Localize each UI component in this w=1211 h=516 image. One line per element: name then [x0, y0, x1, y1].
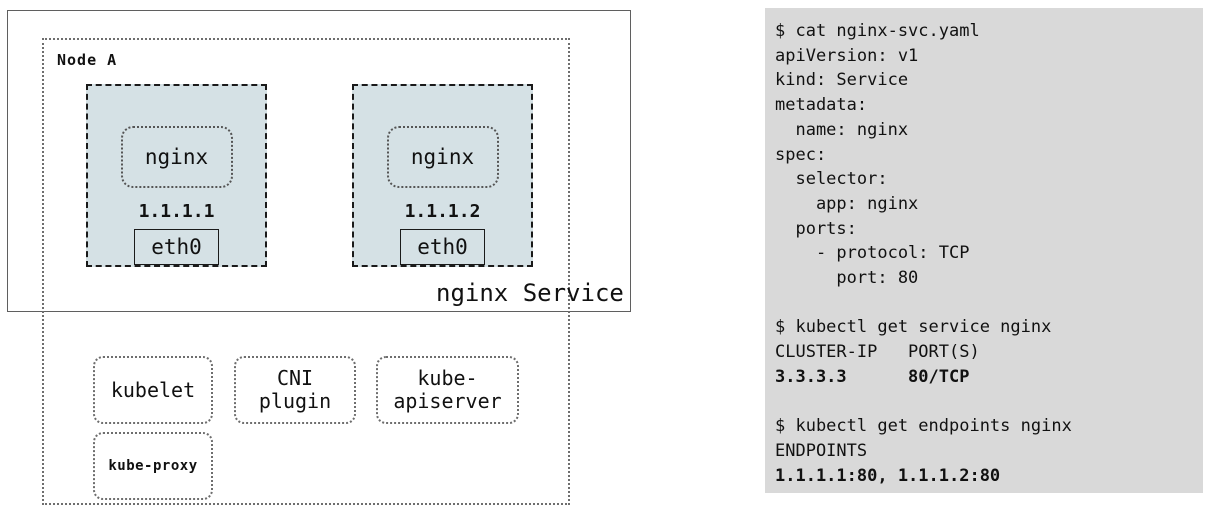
- terminal-line: 3.3.3.3 80/TCP: [775, 366, 970, 387]
- nginx-container-box: nginx: [120, 126, 233, 188]
- terminal-line: [775, 390, 1203, 415]
- terminal-line: metadata:: [775, 95, 868, 116]
- component-label-line: kube-proxy: [108, 457, 198, 474]
- eth0-interface-box: eth0: [400, 229, 485, 265]
- component-kubelet: kubelet: [93, 356, 213, 424]
- terminal-line: apiVersion: v1: [775, 45, 919, 66]
- nginx-service-boundary: [7, 10, 631, 312]
- terminal-output: $ cat nginx-svc.yaml apiVersion: v1 kind: …: [765, 8, 1203, 493]
- terminal-line: - protocol: TCP: [775, 243, 970, 264]
- terminal-line: name: nginx: [775, 119, 909, 140]
- component-label-line: apiserver: [393, 389, 502, 413]
- terminal-line: $ kubectl get endpoints nginx: [775, 416, 1072, 437]
- terminal-line: app: nginx: [775, 193, 919, 214]
- component-kube-apiserver: kube-apiserver: [376, 356, 519, 424]
- pod-ip-label: 1.1.1.2: [404, 201, 481, 222]
- terminal-line: ports:: [775, 218, 857, 239]
- node-a-boundary: [42, 38, 570, 505]
- pods: nginx 1.1.1.1 eth0 nginx 1.1.1.2 eth0: [86, 84, 533, 267]
- eth0-interface-box: eth0: [134, 229, 219, 265]
- component-label-line: plugin: [258, 389, 332, 413]
- terminal-line: spec:: [775, 144, 827, 165]
- component-label-line: kubelet: [110, 377, 196, 402]
- terminal-line: port: 80: [775, 268, 919, 289]
- component-kube-proxy: kube-proxy: [93, 432, 213, 500]
- pod: nginx 1.1.1.2 eth0: [352, 84, 533, 267]
- component-label-line: kube-: [417, 366, 478, 390]
- terminal-line: [775, 291, 1203, 316]
- nginx-container-box: nginx: [386, 126, 499, 188]
- terminal-line: $ kubectl get service nginx: [775, 317, 1052, 338]
- component-label-line: CNI: [276, 366, 314, 390]
- pod-ip-label: 1.1.1.1: [138, 201, 215, 222]
- node-a-label: Node A: [57, 51, 118, 69]
- pod: nginx 1.1.1.1 eth0: [86, 84, 267, 267]
- terminal-line: CLUSTER-IP PORT(S): [775, 342, 980, 363]
- terminal-line: selector:: [775, 169, 888, 190]
- terminal-line: 1.1.1.1:80, 1.1.1.2:80: [775, 465, 1001, 486]
- terminal-line: kind: Service: [775, 70, 909, 91]
- terminal-line: $ cat nginx-svc.yaml: [775, 21, 980, 41]
- nginx-service-label: nginx Service: [436, 279, 624, 307]
- terminal-line: ENDPOINTS: [775, 440, 868, 461]
